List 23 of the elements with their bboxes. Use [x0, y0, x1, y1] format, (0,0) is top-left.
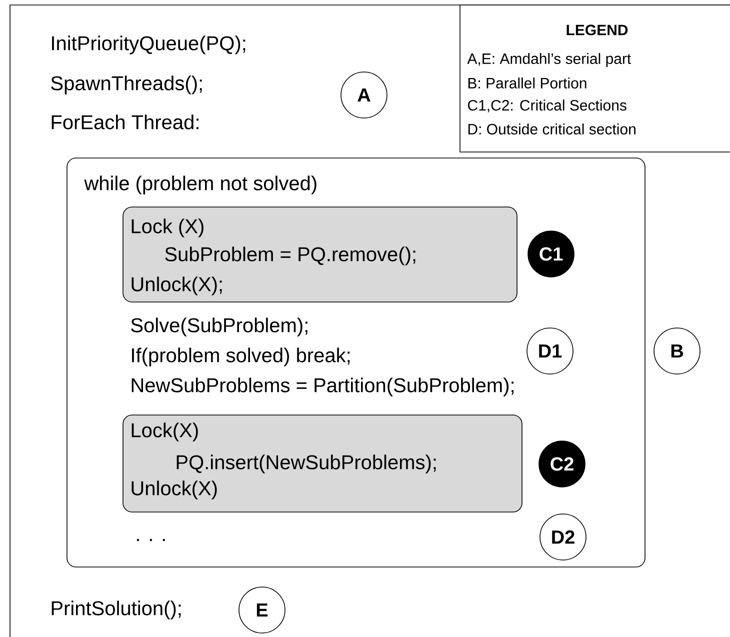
code-line: ForEach Thread: [52, 114, 198, 130]
code-line: SubProblem = PQ.remove(); [165, 246, 416, 266]
code-line: Unlock(X) [132, 480, 217, 500]
code-line: Lock (X) [132, 218, 204, 238]
legend-entry: A,E: Amdahl’s serial part [467, 53, 632, 67]
code-line: PrintSolution(); [52, 600, 181, 620]
code-line: InitPriorityQueue(PQ); [52, 36, 246, 54]
code-line: Lock(X) [132, 422, 198, 442]
critical-section-box [122, 206, 518, 302]
code-line: Solve(SubProblem); [131, 318, 308, 336]
legend-entry: B: Parallel Portion [468, 77, 586, 88]
code-line: PQ.insert(NewSubProblems); [176, 454, 436, 474]
code-line: SpawnThreads(); [51, 76, 202, 94]
critical-section-box [122, 414, 522, 512]
legend-box [460, 4, 730, 152]
code-line: . . . [137, 538, 165, 542]
legend-title: LEGEND [566, 24, 628, 36]
code-line: If(problem solved) break; [132, 348, 350, 366]
code-line: Unlock(X); [132, 276, 222, 296]
code-line: while (problem not solved) [84, 176, 316, 194]
code-line: NewSubProblems = Partition(SubProblem); [132, 378, 514, 396]
legend-entry: C1,C2: Critical Sections [468, 100, 626, 112]
legend-entry: D: Outside critical section [468, 123, 636, 134]
